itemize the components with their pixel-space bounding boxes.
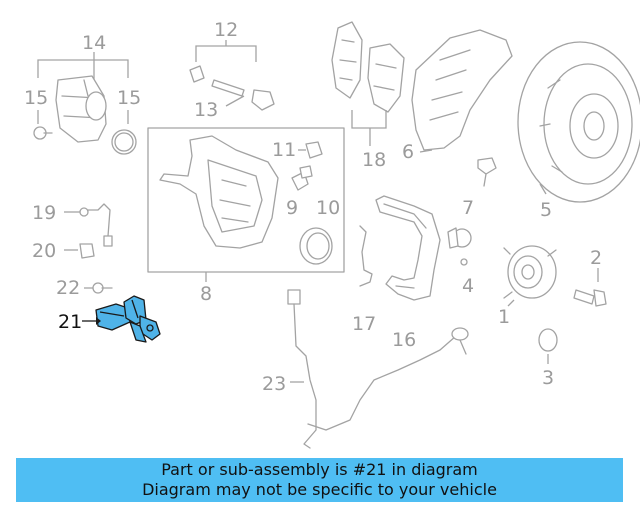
part-3-cap[interactable]	[538, 328, 558, 364]
part-2-bolt[interactable]	[573, 268, 607, 307]
part-19-brake-hose[interactable]	[64, 203, 113, 247]
part-5-brake-rotor[interactable]	[517, 41, 640, 203]
part-21-wheel-speed-sensor[interactable]	[95, 295, 161, 343]
label-13: 13	[194, 99, 218, 121]
part-13-guide-pin[interactable]	[225, 95, 245, 107]
part-8-caliper[interactable]	[159, 135, 279, 249]
part-16-caliper-carrier[interactable]	[375, 195, 441, 301]
part-14-brake-motor[interactable]	[37, 52, 129, 143]
label-10: 10	[316, 197, 340, 219]
label-12: 12	[214, 19, 238, 41]
label-18: 18	[362, 149, 386, 171]
label-1: 1	[498, 306, 510, 328]
label-9: 9	[286, 197, 298, 219]
label-2: 2	[590, 247, 602, 269]
part-21-leader	[82, 317, 101, 325]
part-12-guide-pin-kit[interactable]	[189, 40, 275, 111]
label-4: 4	[462, 275, 474, 297]
label-7: 7	[462, 197, 474, 219]
part-20-clip[interactable]	[64, 243, 95, 259]
part-6-splash-shield[interactable]	[411, 29, 513, 153]
banner-line-2: Diagram may not be specific to your vehi…	[142, 480, 497, 499]
part-4-hub[interactable]	[447, 227, 472, 266]
label-17: 17	[352, 313, 376, 335]
label-6: 6	[402, 141, 414, 163]
label-23: 23	[262, 373, 286, 395]
part-15-screw[interactable]	[33, 110, 53, 140]
part-18-brake-pads[interactable]	[331, 21, 405, 146]
label-11: 11	[272, 139, 296, 161]
label-14: 14	[82, 32, 106, 54]
label-21: 21	[58, 311, 82, 333]
label-16: 16	[392, 329, 416, 351]
label-15-right: 15	[117, 87, 141, 109]
banner-line-1: Part or sub-assembly is #21 in diagram	[161, 460, 478, 479]
label-19: 19	[32, 202, 56, 224]
label-8: 8	[200, 283, 212, 305]
part-1-hub-bearing[interactable]	[503, 245, 557, 307]
part-11-cap[interactable]	[298, 141, 323, 159]
label-15-left: 15	[24, 87, 48, 109]
part-15-o-ring[interactable]	[111, 110, 137, 155]
label-3: 3	[542, 367, 554, 389]
label-5: 5	[540, 199, 552, 221]
part-10-bleeder[interactable]	[291, 165, 313, 191]
part-17-clip[interactable]	[359, 225, 373, 287]
part-22-bolt[interactable]	[84, 282, 113, 294]
label-22: 22	[56, 277, 80, 299]
diagram-notice-banner: Part or sub-assembly is #21 in diagram D…	[16, 458, 623, 502]
label-20: 20	[32, 240, 56, 262]
part-8-caliper-frame[interactable]	[147, 127, 345, 282]
part-23-sensor-harness[interactable]	[287, 289, 469, 449]
part-7-bolt[interactable]	[477, 157, 497, 187]
part-9-piston-seal[interactable]	[299, 227, 333, 265]
